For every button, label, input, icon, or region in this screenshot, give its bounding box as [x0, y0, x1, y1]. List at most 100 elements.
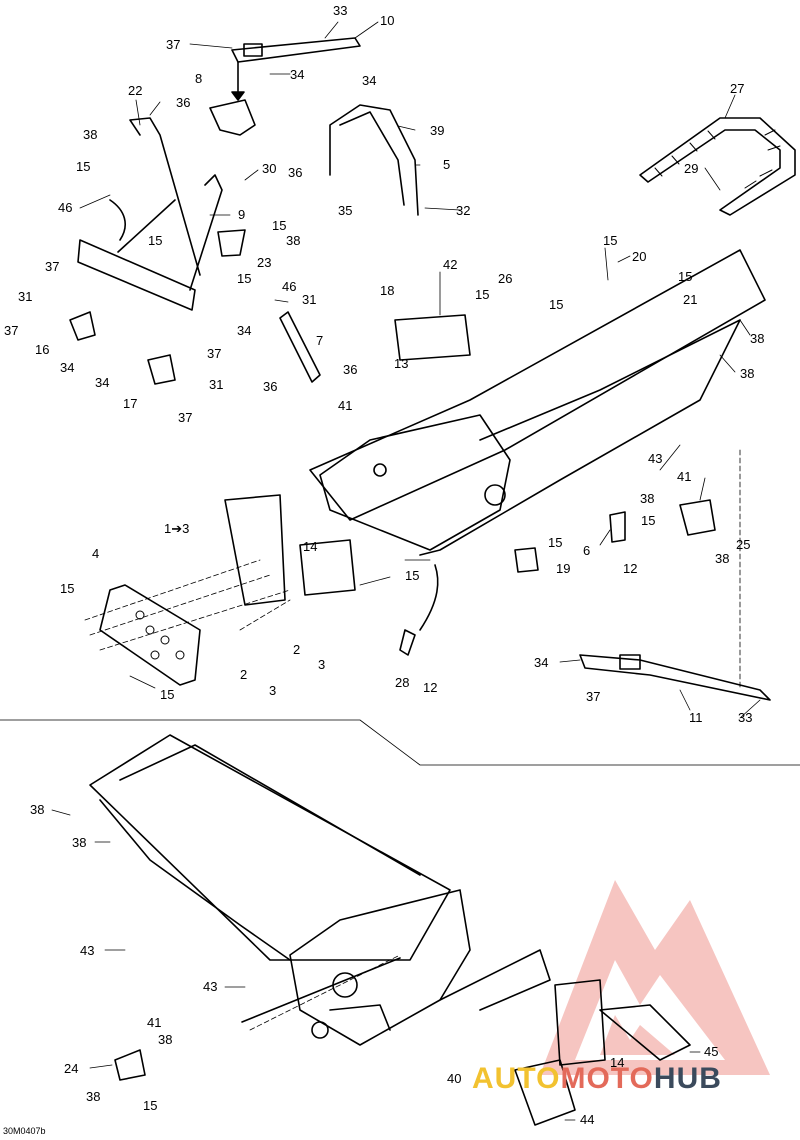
leader-lines: [51, 21, 761, 1121]
callout-label: 38: [30, 802, 45, 817]
callout-label: 15: [678, 269, 693, 284]
callout-label: 23: [257, 255, 272, 270]
part-5-hoop: [329, 104, 419, 216]
part-25-bracket: [679, 499, 716, 536]
callout-label: 31: [302, 292, 317, 307]
callout-label: 32: [456, 203, 471, 218]
callout-label: 38: [640, 491, 655, 506]
callout-label: 2: [293, 642, 301, 657]
callout-label: 7: [316, 333, 324, 348]
callout-label: 12: [623, 561, 638, 576]
callout-label: 24: [64, 1061, 79, 1076]
callout-label: 41: [338, 398, 353, 413]
callout-label: 36: [288, 165, 303, 180]
callout-label: 25: [736, 537, 751, 552]
callout-label: 43: [648, 451, 663, 466]
callout-label: 38: [286, 233, 301, 248]
watermark-part-hub: HUB: [653, 1062, 722, 1095]
callout-label: 6: [583, 543, 591, 558]
callout-label: 36: [176, 95, 191, 110]
part-7-strut: [279, 311, 321, 383]
callout-label: 12: [423, 680, 438, 695]
callout-label: 37: [586, 689, 601, 704]
callout-label: 2: [240, 667, 248, 682]
watermark-part-moto: MOTO: [560, 1062, 654, 1095]
part-16-bracket: [69, 311, 96, 341]
callout-label: 41: [147, 1015, 162, 1030]
callout-label: 30: [262, 161, 277, 176]
callout-label: 14: [610, 1055, 625, 1070]
callout-label: 15: [143, 1098, 158, 1113]
callout-label: 15: [148, 233, 163, 248]
callout-label: 10: [380, 13, 395, 28]
callout-label: 15: [160, 687, 175, 702]
callout-label: 3: [318, 657, 326, 672]
callout-label: 15: [641, 513, 656, 528]
callout-label: 15: [76, 159, 91, 174]
watermark-text: AUTOMOTOHUB: [472, 1062, 722, 1096]
callout-label: 17: [123, 396, 138, 411]
callout-label: 20: [632, 249, 647, 264]
part-27-rear-handle: [639, 117, 796, 216]
callout-label: 40: [447, 1071, 462, 1086]
callout-label: 31: [209, 377, 224, 392]
callout-label: 45: [704, 1044, 719, 1059]
callout-label: 19: [556, 561, 571, 576]
callout-label: 15: [405, 568, 420, 583]
callout-label: 38: [158, 1032, 173, 1047]
callout-label: 38: [750, 331, 765, 346]
callout-label: 13: [394, 356, 409, 371]
part-17-bracket: [147, 354, 176, 385]
callout-label: 42: [443, 257, 458, 272]
callout-label: 37: [45, 259, 60, 274]
part-11-crossbar: [579, 654, 771, 701]
drawing-code: 30M0407b: [3, 1126, 46, 1136]
callout-label: 38: [86, 1089, 101, 1104]
callout-label: 28: [395, 675, 410, 690]
callout-label: 15: [603, 233, 618, 248]
callout-label: 5: [443, 157, 451, 172]
callout-label: 8: [195, 71, 203, 86]
part-19-bracket: [514, 547, 539, 573]
callout-label: 35: [338, 203, 353, 218]
main-chassis-upper: [309, 249, 766, 556]
callout-label: 38: [83, 127, 98, 142]
callout-label: 15: [549, 297, 564, 312]
part-24-bracket: [114, 1049, 146, 1081]
callout-label: 37: [166, 37, 181, 52]
plate-holes: [135, 610, 185, 660]
callout-label: 37: [4, 323, 19, 338]
callout-label: 34: [534, 655, 549, 670]
callout-label: 15: [60, 581, 75, 596]
assembled-chassis-lower: [89, 734, 551, 1046]
callout-label: 16: [35, 342, 50, 357]
callout-label: 37: [178, 410, 193, 425]
callout-label: 31: [18, 289, 33, 304]
watermark-logo-icon: [540, 880, 770, 1075]
callout-label: 41: [677, 469, 692, 484]
callout-label: 39: [430, 123, 445, 138]
part-18-bracket: [394, 314, 471, 361]
callout-label: 4: [92, 546, 100, 561]
callout-label: 34: [60, 360, 75, 375]
callout-label: 46: [282, 279, 297, 294]
callout-label: 15: [272, 218, 287, 233]
callout-label: 43: [203, 979, 218, 994]
callout-label: 26: [498, 271, 513, 286]
callout-label: 46: [58, 200, 73, 215]
callout-label: 34: [290, 67, 305, 82]
assembly-arrows: [109, 199, 439, 1023]
part-44-plate: [514, 1059, 576, 1126]
part-3-bracket: [224, 494, 286, 606]
callout-label: 37: [207, 346, 222, 361]
part-45-plate: [599, 1004, 691, 1061]
callout-label: 1➔3: [164, 521, 190, 536]
callout-label: 34: [362, 73, 377, 88]
callout-label: 15: [237, 271, 252, 286]
callout-label: 21: [683, 292, 698, 307]
callout-label: 44: [580, 1112, 595, 1127]
handle-grip-ribs: [654, 129, 781, 189]
part-8-bracket: [209, 99, 256, 136]
